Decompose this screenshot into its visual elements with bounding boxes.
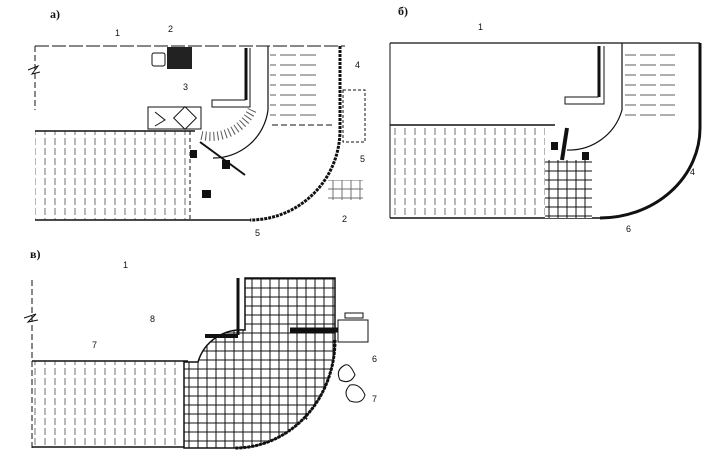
road-strip-hatched xyxy=(35,131,190,220)
callout: 1 xyxy=(115,28,120,38)
callout: 4 xyxy=(303,412,308,422)
panel-b-label: б) xyxy=(398,4,408,18)
callout: 6 xyxy=(626,224,631,234)
callout: 5 xyxy=(360,154,365,164)
curb-stone xyxy=(599,43,702,220)
callout: 7 xyxy=(92,340,97,350)
panel-a: а) 1 2 3 4 5 5 2 xyxy=(27,7,366,238)
callout: 2 xyxy=(168,24,173,34)
callout: 8 xyxy=(150,314,155,324)
shrubs xyxy=(337,364,366,403)
callout: 2 xyxy=(342,214,347,224)
panel-c-label: в) xyxy=(30,247,40,261)
callout: 1 xyxy=(123,260,128,270)
callout: 7 xyxy=(372,394,377,404)
roller-icon xyxy=(151,52,166,67)
callout: 5 xyxy=(255,228,260,238)
callout: 3 xyxy=(183,82,188,92)
callout: 4 xyxy=(355,60,360,70)
break-symbol xyxy=(27,64,41,75)
paver-machine-icon xyxy=(167,47,192,69)
panel-a-label: а) xyxy=(50,7,60,21)
machine-icon xyxy=(337,319,369,343)
callout: 6 xyxy=(372,354,377,364)
panel-b: б) 1 4 6 xyxy=(389,4,702,234)
paved-intersection xyxy=(183,277,336,449)
callout: 4 xyxy=(690,167,695,177)
callout: 1 xyxy=(478,22,483,32)
paved-section xyxy=(545,160,592,218)
inner-road-edge xyxy=(212,46,269,159)
curb-stone xyxy=(249,46,342,222)
panel-c: в) 1 8 7 6 7 4 xyxy=(23,247,377,450)
